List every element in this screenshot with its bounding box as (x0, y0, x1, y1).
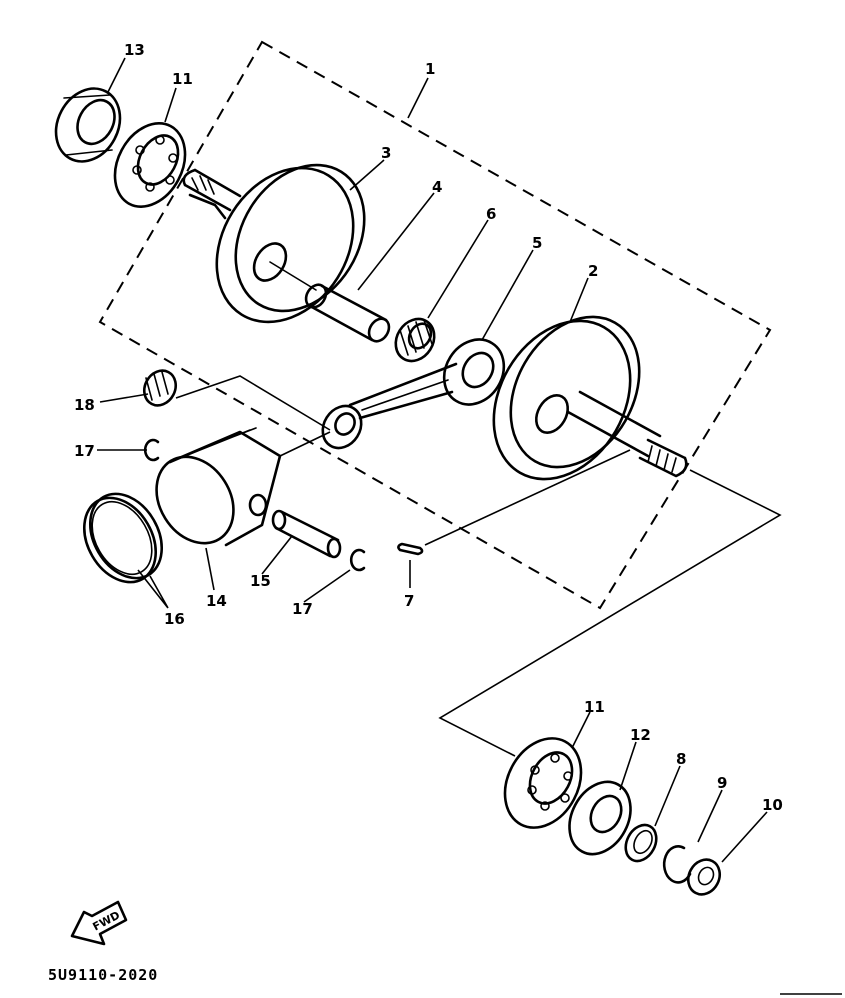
piston-pin-15 (271, 509, 342, 559)
leader-lines (97, 57, 768, 863)
crank-pin-4 (269, 261, 391, 343)
circlip-17-upper (143, 438, 160, 462)
label-5: 5 (532, 234, 542, 252)
piston-14 (155, 427, 331, 547)
oil-seal-13 (54, 87, 122, 163)
label-11-left: 11 (172, 70, 193, 88)
key-connector-line (424, 449, 631, 546)
piston-rings-16 (83, 492, 163, 584)
small-end-bearing-18 (142, 369, 331, 431)
label-7: 7 (404, 592, 414, 610)
label-2: 2 (588, 262, 598, 280)
diagram-code: 5U9110-2020 (48, 966, 158, 984)
crankshaft-assembly-boundary (98, 40, 772, 610)
label-10: 10 (762, 796, 783, 814)
label-17-lower: 17 (292, 600, 313, 618)
label-11-right: 11 (584, 698, 605, 716)
label-8: 8 (676, 750, 686, 768)
label-12: 12 (630, 726, 651, 744)
right-shaft-connector-line (438, 469, 782, 757)
bearing-11-left (113, 122, 187, 208)
nut-10 (686, 858, 722, 896)
label-3: 3 (381, 144, 391, 162)
circlip-17-lower (349, 548, 366, 572)
connecting-rod-5 (321, 338, 506, 450)
woodruff-key-7 (397, 542, 424, 556)
label-6: 6 (486, 205, 496, 223)
forward-arrow-icon: FWD (70, 900, 128, 946)
oil-seal-12 (568, 780, 632, 856)
label-13: 13 (124, 41, 145, 59)
circlip-9 (662, 845, 692, 884)
label-15: 15 (250, 572, 271, 590)
label-14: 14 (206, 592, 227, 610)
crank-web-3 (182, 163, 366, 324)
label-17-upper: 17 (74, 442, 95, 460)
bearing-11-right (503, 737, 583, 829)
label-9: 9 (717, 774, 727, 792)
label-4: 4 (432, 178, 442, 196)
label-16: 16 (164, 610, 185, 628)
needle-bearing-6 (394, 317, 436, 363)
crank-web-2 (492, 315, 688, 481)
label-18: 18 (74, 396, 95, 414)
label-1: 1 (425, 60, 435, 78)
washer-8 (624, 823, 658, 863)
